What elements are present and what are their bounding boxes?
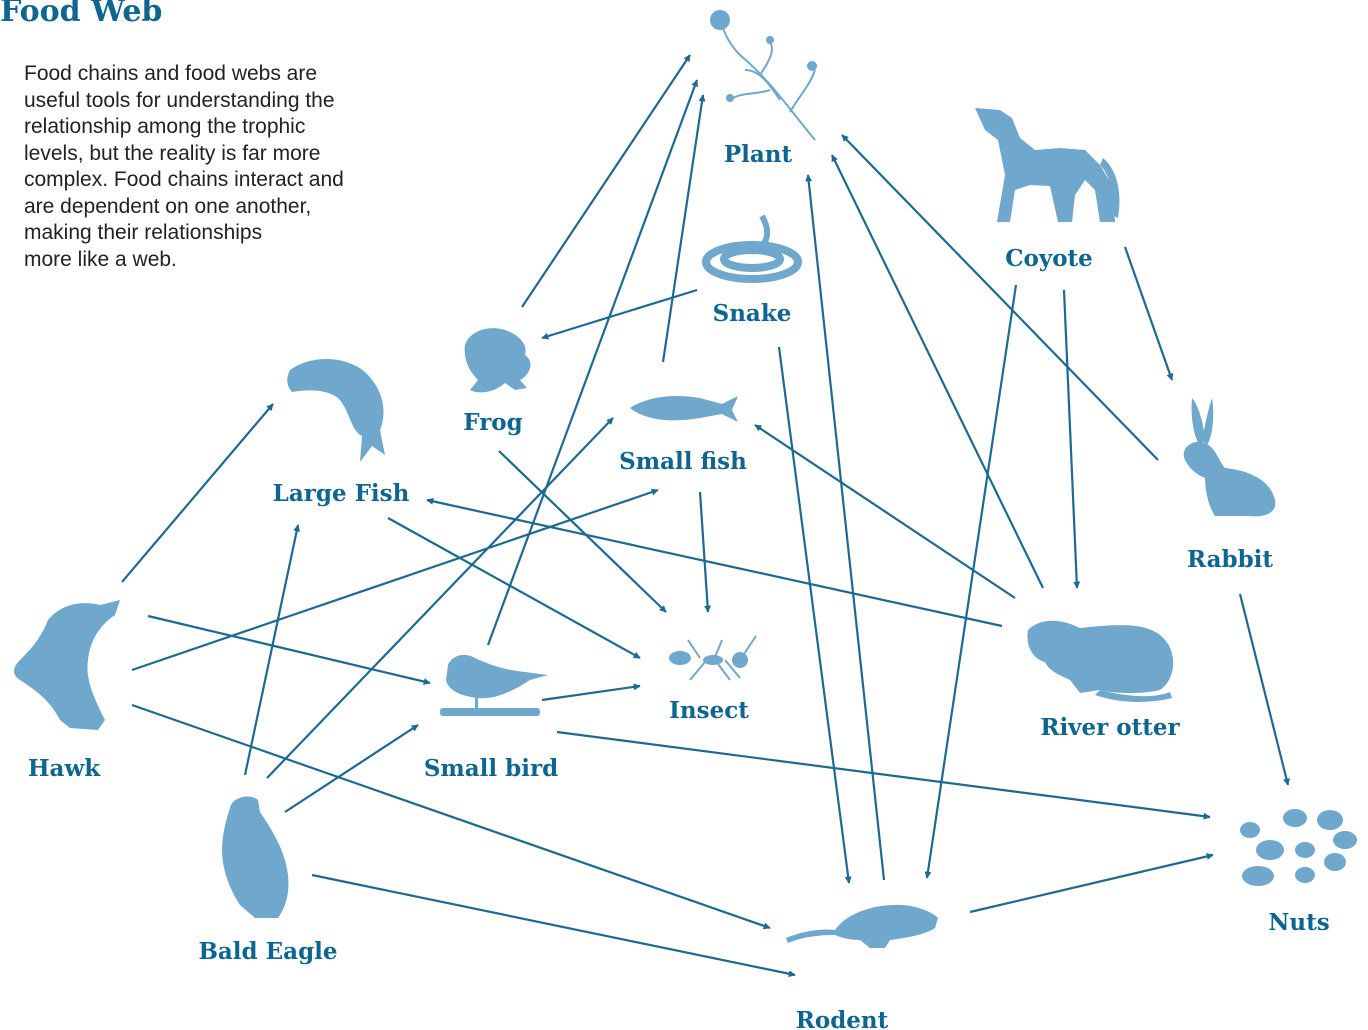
arrow-rodent-to-nuts [970,855,1213,912]
rodent-icon [786,905,938,948]
rabbit-icon [1184,398,1276,516]
label-large-fish: Large Fish [273,480,410,507]
arrow-frog-to-insect [499,451,666,612]
hawk-icon [14,600,120,730]
small-bird-icon [440,655,548,716]
arrow-snake-to-rodent [779,347,849,883]
label-rabbit: Rabbit [1187,546,1273,573]
river-otter-icon [1027,621,1173,702]
snake-icon [706,216,798,279]
label-small-bird: Small bird [424,755,558,782]
arrow-river-otter-to-large-fish [427,500,1002,626]
arrow-small-bird-to-insect [542,686,640,700]
label-coyote: Coyote [1005,245,1093,272]
arrow-frog-to-plant [522,55,690,307]
label-insect: Insect [669,697,749,724]
arrow-hawk-to-small-fish [132,490,658,670]
label-river-otter: River otter [1040,714,1180,741]
label-rodent: Rodent [796,1007,889,1030]
arrow-rabbit-to-nuts [1240,594,1288,785]
label-plant: Plant [724,141,793,168]
arrow-snake-to-frog [542,290,697,338]
arrow-coyote-to-rabbit [1125,247,1172,380]
arrow-small-fish-to-insect [700,492,708,612]
arrow-small-fish-to-plant [663,95,703,362]
frog-icon [465,328,531,392]
label-bald-eagle: Bald Eagle [198,938,337,965]
arrow-bald-eagle-to-small-fish [267,418,613,778]
arrow-coyote-to-river-otter [1064,290,1077,588]
label-snake: Snake [713,300,792,327]
arrow-hawk-to-large-fish [122,404,273,582]
bald-eagle-icon [222,797,288,918]
coyote-icon [975,108,1119,222]
arrow-small-bird-to-nuts [557,732,1210,817]
arrow-rodent-to-plant [808,175,884,880]
arrow-river-otter-to-plant [832,155,1043,588]
plant-icon [711,11,816,140]
label-small-fish: Small fish [619,448,747,475]
label-nuts: Nuts [1268,909,1329,936]
arrow-bald-eagle-to-rodent [312,875,795,975]
label-frog: Frog [463,409,522,436]
large-fish-icon [287,359,385,462]
nuts-icon [1240,809,1357,886]
small-fish-icon [630,396,738,422]
insect-icon [669,636,756,680]
label-hawk: Hawk [28,755,101,782]
